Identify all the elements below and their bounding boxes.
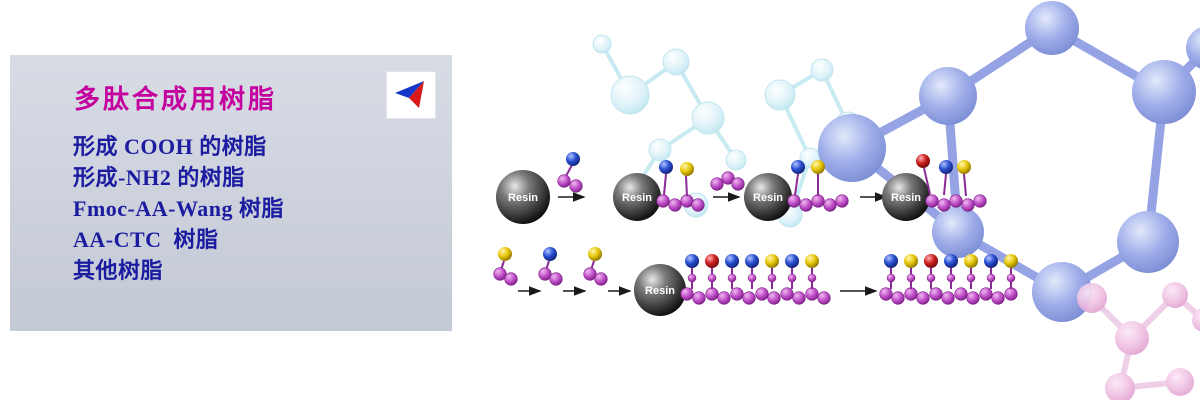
resin-label: Resin [508,192,538,204]
background-molecule-blue [818,1,1200,322]
sidebar-panel: 多肽合成用树脂 形成 COOH 的树脂 形成-NH2 的树脂 Fmoc-AA-W… [10,55,452,331]
background-molecule-pink [1077,282,1200,400]
resin-sphere [744,173,792,221]
resin-category-item[interactable]: Fmoc-AA-Wang 树脂 [73,196,284,221]
resin-category-item[interactable]: 形成-NH2 的树脂 [73,165,245,190]
resin-label: Resin [753,192,783,204]
resin-label: Resin [891,192,921,204]
logo-icon [395,81,424,108]
peptide-synthesis-illustration: Resin Resin Resin Resin [493,1,1200,400]
company-logo [386,71,436,119]
resin-label: Resin [622,192,652,204]
resin-label: Resin [645,285,675,297]
resin-sphere [634,264,686,316]
resin-category-item[interactable]: 其他树脂 [73,258,164,283]
resin-category-item[interactable]: AA-CTC 树脂 [73,227,219,252]
resin-category-list: 形成 COOH 的树脂 形成-NH2 的树脂 Fmoc-AA-Wang 树脂 A… [73,131,284,286]
resin-sphere [613,173,661,221]
resin-sphere [882,173,930,221]
amino-acid-bead-blue [566,152,580,166]
synthesis-row-1: Resin Resin Resin Resin [496,152,987,224]
resin-sphere [496,170,550,224]
synthesis-row-2: Resin [493,247,1018,316]
page-title: 多肽合成用树脂 [74,85,278,115]
resin-category-item[interactable]: 形成 COOH 的树脂 [73,134,267,159]
